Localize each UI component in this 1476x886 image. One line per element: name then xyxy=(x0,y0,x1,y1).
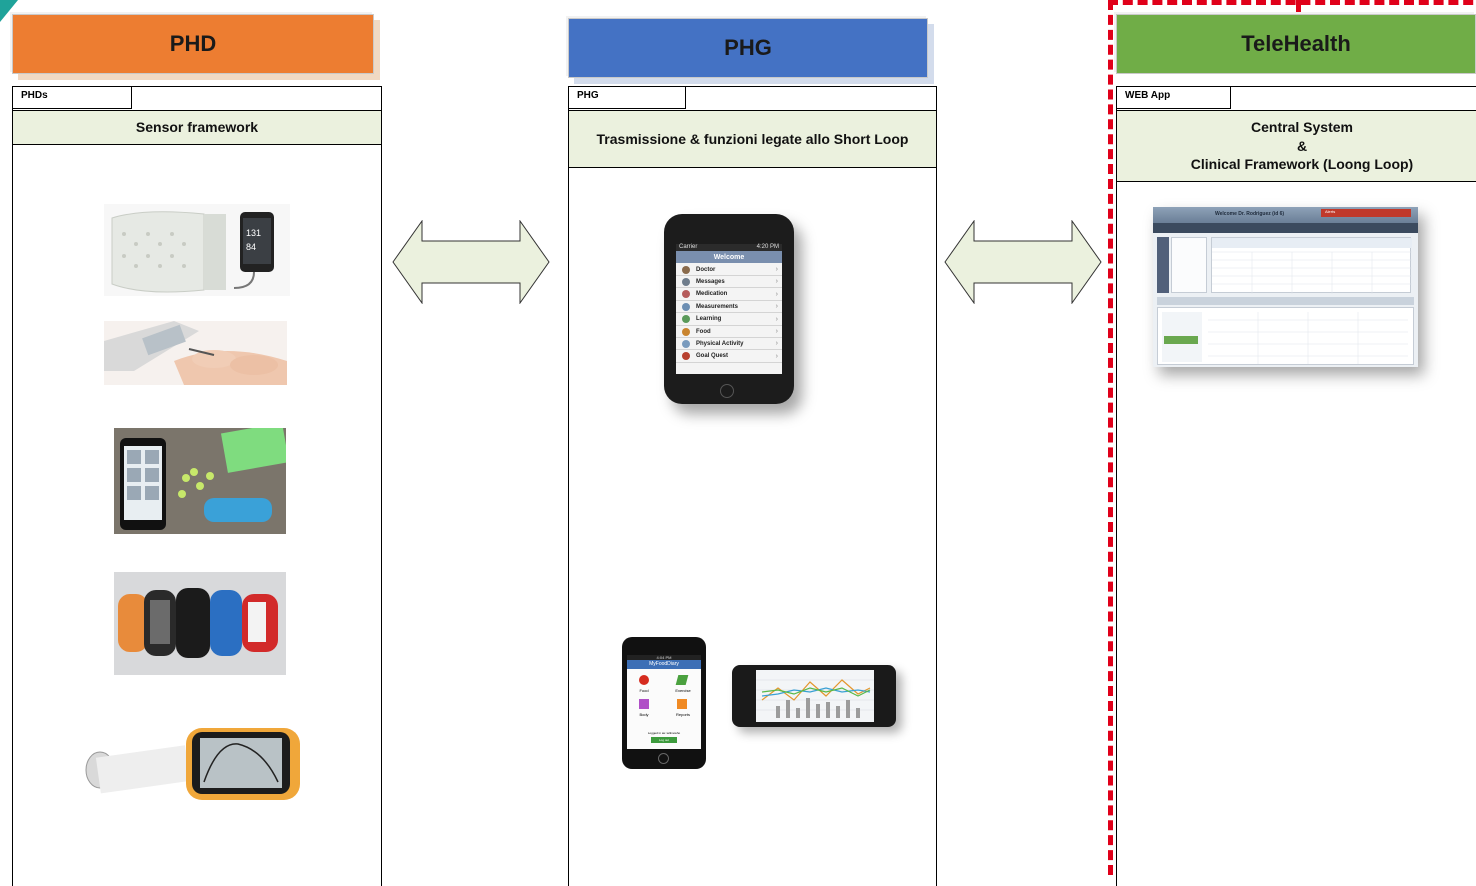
chevron-right-icon: › xyxy=(775,303,778,311)
web-app-welcome: Welcome Dr. Rodriguez (id 6) xyxy=(1215,211,1285,217)
phone-menu-item-label: Messages xyxy=(696,278,725,285)
phone-menu-item-icon xyxy=(682,315,690,324)
telehealth-band-line1: Central System xyxy=(1251,118,1353,135)
smart-bands-image xyxy=(114,572,286,675)
phd-tab: PHDs xyxy=(13,87,132,109)
chevron-right-icon: › xyxy=(775,340,778,348)
telehealth-lane: WEB App Central System & Clinical Framew… xyxy=(1116,86,1476,886)
bidirectional-arrow-phg-telehealth xyxy=(944,220,1102,304)
phone-title: Welcome xyxy=(676,251,782,263)
telehealth-header: TeleHealth xyxy=(1116,14,1476,74)
svg-text:131: 131 xyxy=(246,228,261,238)
web-app-screenshot: Welcome Dr. Rodriguez (id 6) Alerts xyxy=(1153,207,1418,367)
phd-lane: PHDs Sensor framework xyxy=(12,86,382,886)
phone-menu-item: Medication › xyxy=(676,289,782,301)
chevron-right-icon: › xyxy=(775,328,778,335)
medication-app-image xyxy=(114,428,286,534)
phd-tab-label: PHDs xyxy=(21,90,48,101)
phone-carrier: Carrier xyxy=(679,244,698,250)
telehealth-dashed-top-connector xyxy=(1296,0,1301,12)
telehealth-band-line3: Clinical Framework (Loong Loop) xyxy=(1190,156,1414,173)
phone-menu-item-icon xyxy=(682,327,690,336)
phd-band: Sensor framework xyxy=(13,110,381,145)
phone-menu-item-icon xyxy=(682,339,690,348)
food-diary-phone-image: 4:04 PM MyFoodDiary Food Exercise Body R… xyxy=(622,637,706,769)
phone-menu-item-icon xyxy=(682,352,690,361)
chevron-right-icon: › xyxy=(775,278,778,286)
telehealth-dashed-boundary xyxy=(1108,0,1476,875)
bidirectional-arrow-phd-phg xyxy=(392,220,550,304)
telehealth-band-line2: & xyxy=(1296,137,1308,154)
phone-menu-item-label: Food xyxy=(696,328,711,335)
phone-menu-item-label: Physical Activity xyxy=(696,340,744,347)
phone-menu-item: Doctor › xyxy=(676,264,782,276)
food-app-title: MyFoodDiary xyxy=(627,660,701,669)
phone-menu-item-icon xyxy=(682,277,690,286)
phone-menu-item-label: Measurements xyxy=(696,303,739,310)
phg-band: Trasmissione & funzioni legate allo Shor… xyxy=(569,110,936,168)
phone-time: 4:20 PM xyxy=(756,244,779,250)
chevron-right-icon: › xyxy=(775,352,778,360)
phone-menu-item: Goal Quest › xyxy=(676,351,782,363)
phone-menu-item: Food › xyxy=(676,326,782,338)
phone-menu-item: Learning › xyxy=(676,314,782,326)
bp-monitor-image: 131 84 xyxy=(104,204,290,296)
food-item-exercise: Exercise xyxy=(675,688,691,693)
svg-text:84: 84 xyxy=(246,242,256,252)
food-app-grid: Food Exercise Body Reports xyxy=(627,671,701,727)
phone-menu-item-label: Goal Quest xyxy=(696,353,729,360)
phone-menu-item-icon xyxy=(682,265,690,274)
chevron-right-icon: › xyxy=(775,266,778,273)
phone-menu-item-icon xyxy=(682,290,690,299)
food-item-food: Food xyxy=(639,688,649,693)
phg-tab-label: PHG xyxy=(577,90,599,101)
phd-header: PHD xyxy=(12,14,374,74)
food-item-reports: Reports xyxy=(675,712,690,717)
phg-lane: PHG Trasmissione & funzioni legate allo … xyxy=(568,86,937,886)
phg-tab: PHG xyxy=(569,87,686,109)
phone-menu-item: Measurements › xyxy=(676,301,782,314)
telehealth-tab: WEB App xyxy=(1117,87,1231,109)
phone-menu-item-label: Medication xyxy=(696,291,728,298)
chevron-right-icon: › xyxy=(775,290,778,298)
food-item-body: Body xyxy=(639,712,649,717)
chevron-right-icon: › xyxy=(775,315,778,323)
corner-decoration xyxy=(0,0,18,22)
chart-phone-image xyxy=(732,665,896,727)
phone-menu-item: Messages › xyxy=(676,276,782,289)
phone-menu-item-icon xyxy=(682,302,690,311)
phone-menu-image: Carrier 4:20 PM Welcome Doctor › Messages ›… xyxy=(664,214,796,406)
phone-menu-item-label: Learning xyxy=(696,316,722,323)
phone-menu-item-label: Doctor xyxy=(696,266,716,273)
phone-menu-item: Physical Activity › xyxy=(676,338,782,351)
food-app-time: 4:04 PM xyxy=(627,655,701,660)
telehealth-tab-label: WEB App xyxy=(1125,90,1171,101)
spirometer-image xyxy=(78,722,308,806)
telehealth-band: Central System & Clinical Framework (Loo… xyxy=(1117,110,1476,182)
phg-header: PHG xyxy=(568,18,928,78)
food-app-login-line: Logged in as: tellmewho xyxy=(647,731,681,735)
food-app-logout-button: Log out xyxy=(651,737,677,743)
glucometer-image xyxy=(104,321,287,385)
web-app-alert: Alerts xyxy=(1321,209,1411,217)
